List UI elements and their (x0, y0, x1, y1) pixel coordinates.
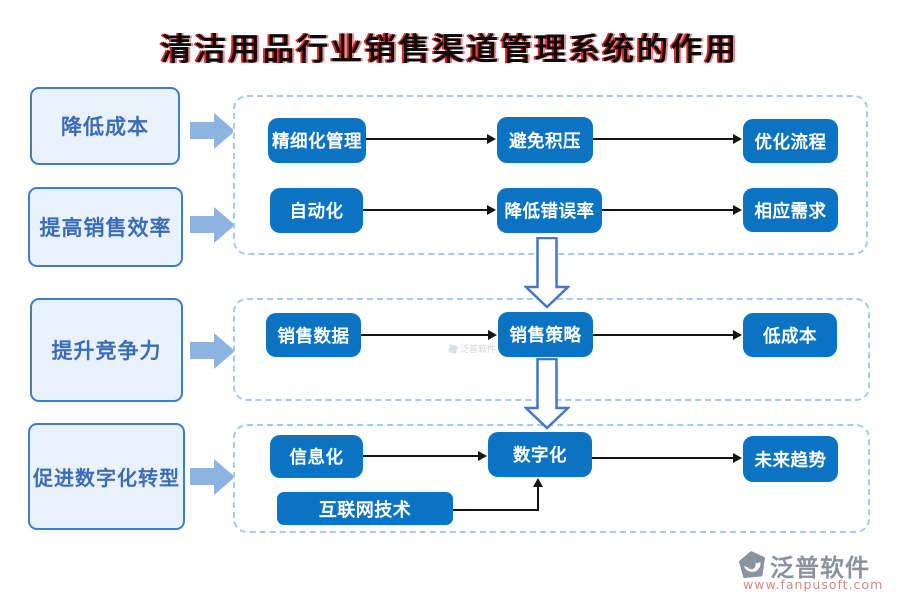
node-sales-strategy: 销售策略 (498, 312, 593, 357)
node-automation: 自动化 (270, 188, 363, 233)
right-block-arrow-icon (190, 206, 235, 243)
connector-elbow-vertical (537, 487, 539, 510)
connector-arrow (361, 330, 497, 340)
connector-arrow (593, 330, 742, 340)
connector-arrow (363, 205, 496, 215)
node-optimize-process: 优化流程 (743, 119, 838, 163)
logo-name: 泛普软件 (770, 554, 870, 582)
watermark-label: 泛普软件 (460, 345, 497, 355)
node-sales-data: 销售数据 (266, 313, 361, 357)
connector-arrow (366, 134, 496, 144)
right-block-arrow-icon (190, 332, 235, 369)
right-block-arrow-icon (190, 458, 235, 495)
connector-arrow (363, 451, 487, 461)
down-arrow-icon (524, 237, 570, 309)
down-arrow-icon (524, 358, 570, 430)
connector-arrow (602, 205, 742, 215)
node-digitalization: 数字化 (488, 432, 592, 477)
watermark-logo-icon (448, 343, 458, 354)
node-informatization: 信息化 (270, 435, 363, 478)
page-title: 清洁用品行业销售渠道管理系统的作用 (161, 32, 739, 68)
up-arrowhead-icon (533, 478, 543, 487)
right-block-arrow-icon (190, 112, 235, 149)
node-respond-to-demand: 相应需求 (743, 188, 838, 232)
goal-box-competitiveness: 提升竞争力 (30, 298, 183, 402)
fanpu-logo-icon (738, 550, 766, 579)
connector-arrow (593, 134, 742, 144)
goal-box-digital-transformation: 促进数字化转型 (28, 423, 185, 530)
connector-elbow-horizontal (453, 509, 539, 511)
watermark: 泛普软件 (448, 342, 497, 355)
goal-box-reduce-cost: 降低成本 (30, 87, 180, 165)
node-internet-technology: 互联网技术 (277, 492, 453, 525)
node-low-cost: 低成本 (743, 313, 837, 357)
logo-url: www.fanpusoft.com (743, 577, 884, 592)
connector-arrow (592, 453, 742, 463)
node-reduce-error-rate: 降低错误率 (497, 188, 602, 233)
node-avoid-overstock: 避免积压 (497, 117, 593, 163)
fanpu-logo: 泛普软件 www.fanpusoft.com (735, 548, 895, 596)
node-refined-management: 精细化管理 (268, 118, 366, 163)
node-future-trend: 未来趋势 (743, 436, 838, 482)
goal-box-sales-efficiency: 提高销售效率 (28, 187, 183, 267)
